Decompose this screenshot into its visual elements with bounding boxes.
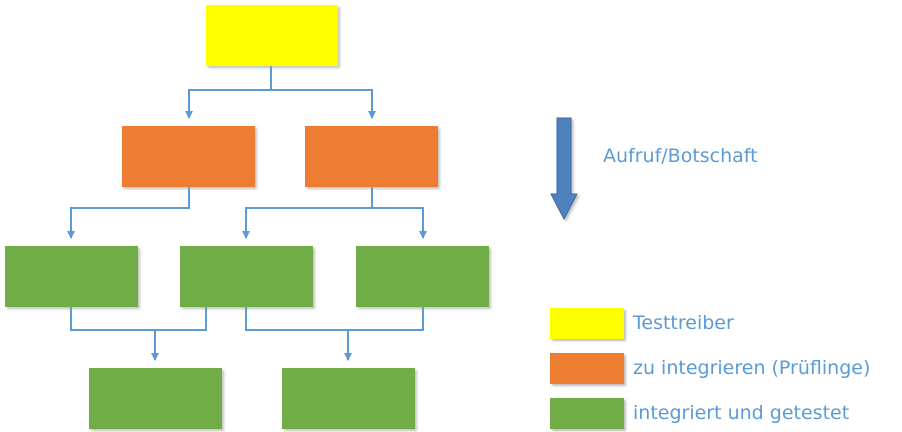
connectors	[67, 66, 427, 361]
connector-tested-middle-to-bottom-left	[155, 307, 207, 331]
call-arrow	[550, 117, 578, 221]
legend-swatch-under-test	[550, 353, 624, 384]
connector-tested-right-to-bottom-right	[348, 307, 424, 331]
under-test-box-right	[305, 126, 438, 187]
connector-tested-left-to-bottom-left	[70, 307, 159, 361]
legend-label-tested: integriert und getestet	[633, 402, 850, 424]
connector-under-test-left-to-tested-left	[67, 187, 190, 239]
legend-label-driver: Testtreiber	[633, 312, 734, 334]
connector-driver-left	[185, 66, 272, 119]
legend-swatch-driver	[550, 308, 624, 339]
connector-under-test-right-to-tested-middle	[242, 187, 373, 239]
call-arrow-label: Aufruf/Botschaft	[603, 145, 758, 167]
connector-tested-middle-to-bottom-right	[245, 307, 352, 361]
driver-box	[206, 5, 338, 66]
under-test-box-left	[122, 126, 255, 187]
tested-box-middle	[180, 246, 313, 307]
tested-box-right	[356, 246, 489, 307]
connector-driver-right	[271, 89, 376, 119]
tested-box-bottom-left	[89, 368, 222, 429]
tested-box-left	[5, 246, 138, 307]
legend-label-under-test: zu integrieren (Prüflinge)	[633, 357, 871, 379]
legend-swatch-tested	[550, 398, 624, 429]
connector-under-test-right-to-tested-right	[372, 207, 427, 239]
tested-box-bottom-right	[282, 368, 415, 429]
